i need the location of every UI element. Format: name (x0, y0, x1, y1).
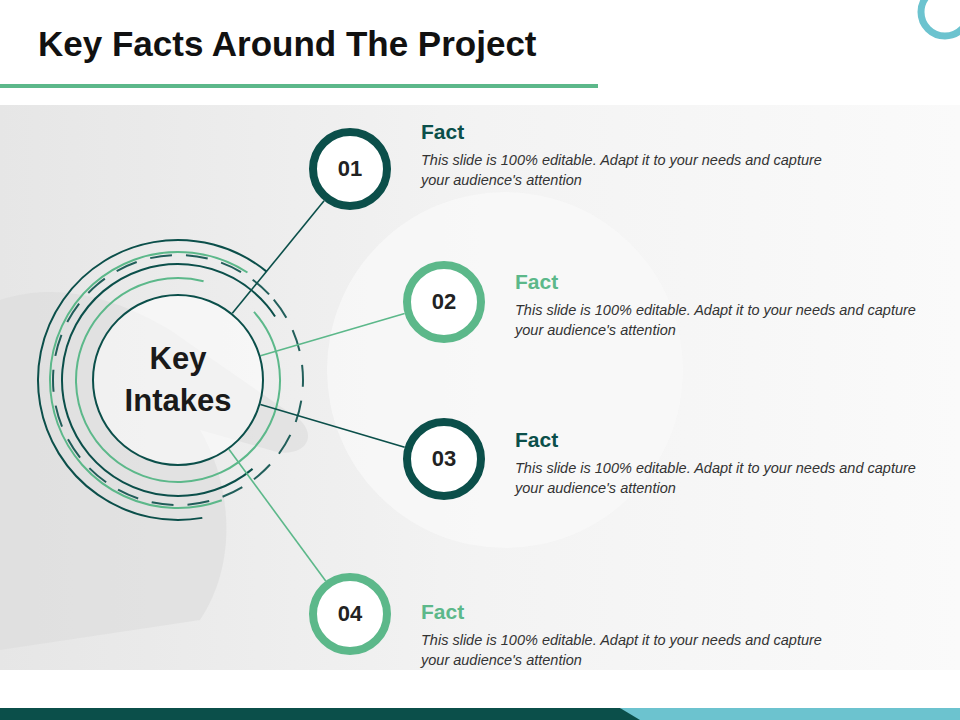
slide-title: Key Facts Around The Project (38, 24, 537, 64)
fact-body: This slide is 100% editable. Adapt it to… (515, 301, 925, 340)
fact-body: This slide is 100% editable. Adapt it to… (421, 631, 831, 670)
corner-ring (921, 0, 960, 36)
fact-body: This slide is 100% editable. Adapt it to… (421, 151, 831, 190)
connector-line (260, 404, 404, 447)
hub-label: Key Intakes (108, 338, 248, 422)
fact-heading: Fact (515, 428, 558, 452)
hub-outline (92, 294, 264, 466)
callout-number: 03 (432, 446, 456, 472)
fact-heading: Fact (421, 600, 464, 624)
footer-bar-dark (0, 708, 640, 720)
title-rule (0, 84, 598, 88)
photo-ground (0, 105, 960, 670)
center-rings (2, 204, 354, 556)
fact-circle: 04FactThis slide is 100% editable. Adapt… (309, 573, 391, 655)
fact-heading: Fact (515, 270, 558, 294)
fact-body: This slide is 100% editable. Adapt it to… (515, 459, 925, 498)
footer-bar-light (620, 708, 960, 720)
fact-circle: 02FactThis slide is 100% editable. Adapt… (403, 261, 485, 343)
hub-circle: Key Intakes (92, 294, 264, 466)
callout-number: 04 (338, 601, 362, 627)
connector-line (261, 314, 405, 356)
fact-heading: Fact (421, 120, 464, 144)
callout-number: 02 (432, 289, 456, 315)
connector-line (232, 201, 324, 314)
callout-number: 01 (338, 156, 362, 182)
connector-line (229, 449, 326, 581)
fact-circle: 01FactThis slide is 100% editable. Adapt… (309, 128, 391, 210)
fact-circle: 03FactThis slide is 100% editable. Adapt… (403, 418, 485, 500)
hand-shape (0, 292, 308, 650)
